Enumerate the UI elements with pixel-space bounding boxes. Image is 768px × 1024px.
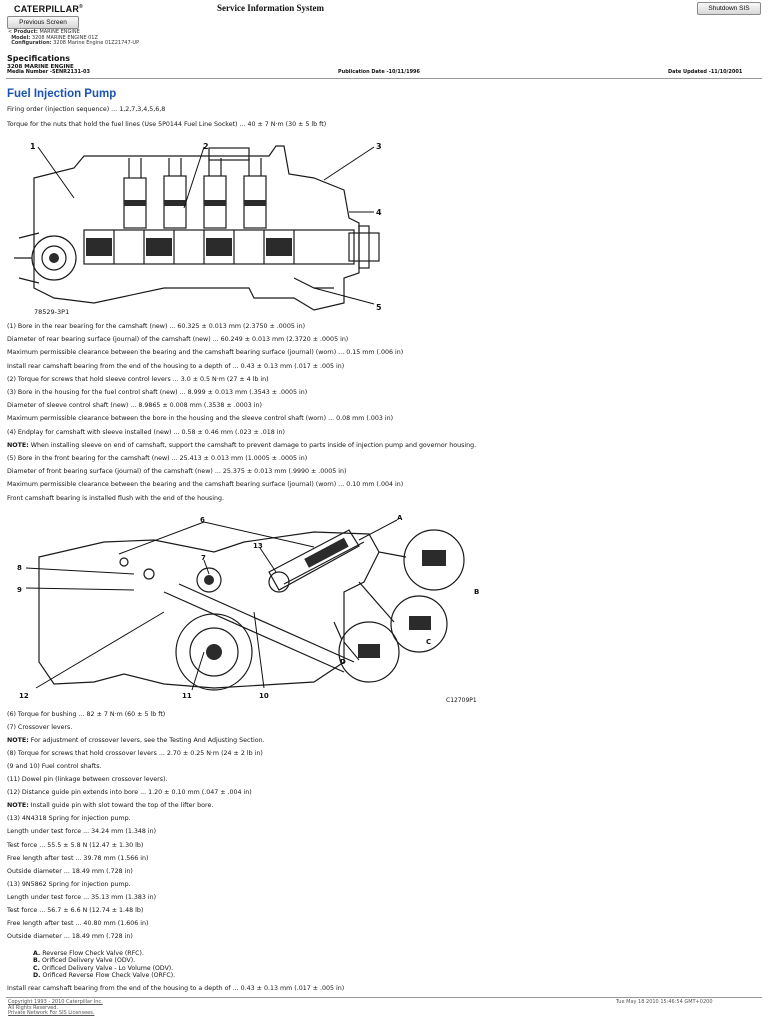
spec-line: (8) Torque for screws that hold crossove… <box>7 750 263 758</box>
callout-3: 3 <box>376 142 382 151</box>
caterpillar-logo: CATERPILLAR® <box>14 4 83 14</box>
spec-line: Length under test force ... 34.24 mm (1.… <box>7 828 157 836</box>
spec-line: Length under test force ... 35.13 mm (1.… <box>7 893 157 901</box>
previous-screen-button[interactable]: Previous Screen <box>7 16 79 29</box>
callout-c: C <box>426 638 431 646</box>
figure-code: C12709P1 <box>446 697 477 704</box>
spec-line: Torque for the nuts that hold the fuel l… <box>7 121 327 128</box>
spec-line: Firing order (injection sequence) ... 1,… <box>7 106 166 113</box>
legend-item: D. Orificed Reverse Flow Check Valve (OR… <box>33 971 176 979</box>
product-info: < Product: MARINE ENGINE Model: 3208 MAR… <box>8 29 140 46</box>
callout-b: B <box>474 588 479 596</box>
callout-2: 2 <box>203 142 209 151</box>
media-number: Media Number -SENR2131-03 <box>7 69 90 75</box>
callout-10: 10 <box>259 692 269 700</box>
spec-line: Test force ... 55.5 ± 5.8 N (12.47 ± 1.3… <box>7 841 144 849</box>
sis-header: CATERPILLAR® Service Information System … <box>0 0 768 29</box>
callout-8: 8 <box>17 564 22 572</box>
copyright-block: Copyright 1993 - 2010 Caterpillar Inc. A… <box>8 999 103 1016</box>
spec-line: Front camshaft bearing is installed flus… <box>7 494 224 502</box>
callout-9: 9 <box>17 586 22 594</box>
spec-line: (13) 4N4318 Spring for injection pump. <box>7 815 131 823</box>
spec-line: (1) Bore in the rear bearing for the cam… <box>7 323 306 330</box>
legend-item: C. Orificed Delivery Valve - Lo Volume (… <box>33 964 174 972</box>
specifications-title: Specifications <box>7 54 70 63</box>
callout-a: A <box>397 514 403 522</box>
spec-line: Diameter of sleeve control shaft (new) .… <box>7 402 262 410</box>
spec-line: NOTE: For adjustment of crossover levers… <box>7 737 265 745</box>
back-arrow-icon: < <box>8 29 14 35</box>
spec-line: Diameter of rear bearing surface (journa… <box>7 336 349 344</box>
shutdown-sis-button[interactable]: Shutdown SIS <box>697 2 761 15</box>
spec-line: Maximum permissible clearance between th… <box>7 481 404 489</box>
spec-line: Install rear camshaft bearing from the e… <box>7 362 345 370</box>
divider <box>6 78 762 79</box>
callout-d: D <box>340 658 346 666</box>
spec-line: Test force ... 56.7 ± 6.6 N (12.74 ± 1.4… <box>7 906 144 914</box>
crossover-lever-figure: 6 7 8 9 10 11 12 13 A B C D C12709P1 <box>17 514 479 704</box>
spec-line: Free length after test ... 39.78 mm (1.5… <box>7 854 149 862</box>
engine-name: 3208 MARINE ENGINE <box>7 64 74 70</box>
spec-line: (2) Torque for screws that hold sleeve c… <box>7 375 269 383</box>
spec-line: (6) Torque for bushing ... 82 ± 7 N·m (6… <box>7 711 166 718</box>
spec-line: (4) Endplay for camshaft with sleeve ins… <box>7 428 286 436</box>
publication-date: Publication Date -10/11/1996 <box>338 69 421 75</box>
callout-12: 12 <box>19 692 29 700</box>
callout-1: 1 <box>30 142 36 151</box>
spec-line: (7) Crossover levers. <box>7 724 73 732</box>
final-spec-line: Install rear camshaft bearing from the e… <box>7 985 345 992</box>
spec-line: (13) 9N5862 Spring for injection pump. <box>7 880 131 888</box>
spec-line: NOTE: Install guide pin with slot toward… <box>7 802 214 810</box>
callout-11: 11 <box>182 692 192 700</box>
callout-13: 13 <box>253 542 263 550</box>
spec-line: (11) Dowel pin (linkage between crossove… <box>7 776 168 784</box>
callout-7: 7 <box>201 554 206 562</box>
callout-4: 4 <box>376 208 382 217</box>
spec-line: (12) Distance guide pin extends into bor… <box>7 789 252 797</box>
section-title: Fuel Injection Pump <box>7 88 117 100</box>
legend-item: A. Reverse Flow Check Valve (RFC). <box>33 950 144 957</box>
callout-5: 5 <box>376 303 382 312</box>
spec-line: Maximum permissible clearance between th… <box>7 349 404 357</box>
spec-line: Free length after test ... 40.80 mm (1.6… <box>7 919 149 927</box>
copyright-link[interactable]: Copyright 1993 - 2010 Caterpillar Inc. <box>8 999 103 1005</box>
figure-code: 78529-3P1 <box>34 308 69 316</box>
footer-divider <box>6 997 762 998</box>
spec-line: Outside diameter ... 18.49 mm (.728 in) <box>7 867 133 875</box>
spec-line: (5) Bore in the front bearing for the ca… <box>7 455 308 462</box>
spec-line: NOTE: When installing sleeve on end of c… <box>7 441 477 449</box>
valve-legend: A. Reverse Flow Check Valve (RFC). B. Or… <box>33 950 175 979</box>
spec-line: (9 and 10) Fuel control shafts. <box>7 763 102 771</box>
date-updated: Date Updated -11/10/2001 <box>668 69 743 75</box>
spec-line: Maximum permissible clearance between th… <box>7 415 394 423</box>
injection-pump-section-figure: 1 2 3 4 5 78529-3P1 <box>14 142 382 316</box>
spec-line: (3) Bore in the housing for the fuel con… <box>7 389 308 396</box>
spec-line: Outside diameter ... 18.49 mm (.728 in) <box>7 932 133 940</box>
app-title: Service Information System <box>217 3 324 13</box>
spec-line: Diameter of front bearing surface (journ… <box>7 468 347 476</box>
timestamp: Tue May 18 2010 15:46:54 GMT+0200 <box>616 999 713 1005</box>
callout-6: 6 <box>200 516 205 524</box>
legend-item: B. Orificed Delivery Valve (ODV). <box>33 957 136 965</box>
